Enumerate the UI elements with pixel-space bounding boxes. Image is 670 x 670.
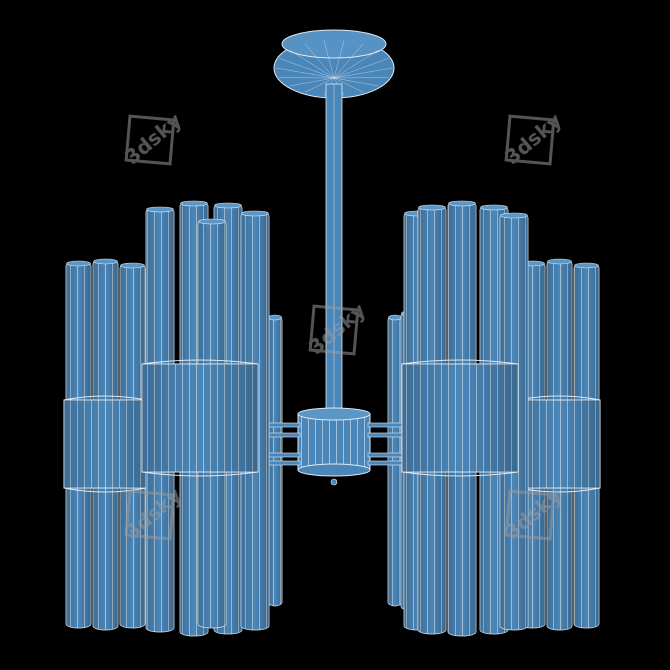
watermark-logo [308, 304, 360, 356]
watermark: 3dsky [120, 108, 186, 169]
front-tubes [141, 200, 529, 637]
watermark: 3dsky [500, 108, 566, 169]
watermark-logo [124, 114, 176, 166]
watermark-logo [504, 114, 556, 166]
watermark-logo [124, 489, 176, 541]
stem-and-canopy [257, 29, 411, 486]
tube [387, 314, 403, 607]
band-ring [517, 395, 601, 493]
band-ring [63, 395, 147, 493]
band-ring [401, 359, 519, 477]
tube [267, 314, 283, 607]
band-ring [141, 359, 259, 477]
watermark-logo [504, 489, 556, 541]
center-hub [297, 413, 371, 471]
